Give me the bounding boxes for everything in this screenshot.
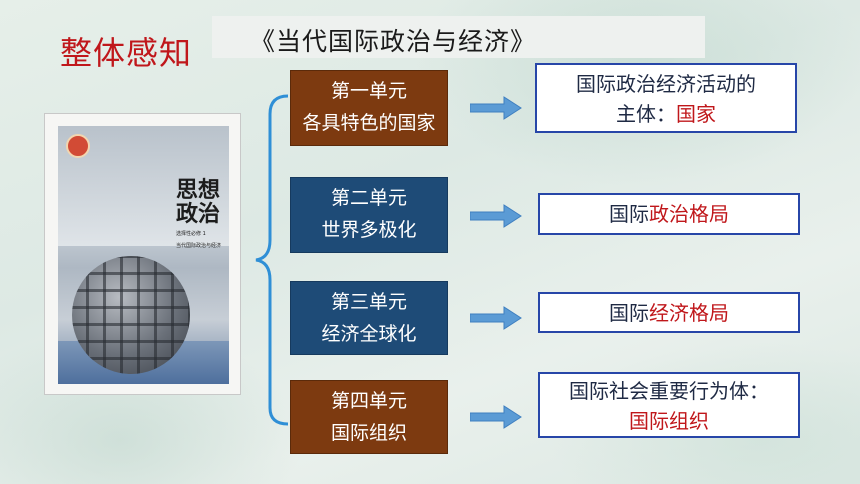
unit-box-3: 第三单元 经济全球化 (290, 281, 448, 355)
result-4-highlight: 国际组织 (629, 409, 709, 433)
title-bar (212, 16, 705, 58)
arrow-right-icon (470, 96, 522, 120)
cover-subtitle: 选择性必修 1 (176, 231, 206, 237)
cover-artwork: 思想政治 选择性必修 1 当代国际政治与经济 (58, 126, 229, 384)
unit-box-4: 第四单元 国际组织 (290, 380, 448, 454)
unit-3-name: 经济全球化 (321, 323, 417, 345)
result-3-text: 国际经济格局 (540, 298, 798, 328)
result-2-text: 国际政治格局 (540, 199, 798, 229)
result-1-line2: 主体：国家 (537, 99, 795, 129)
result-1-prefix: 主体： (616, 102, 676, 126)
unit-3-number: 第三单元 (330, 291, 407, 313)
unit-box-2: 第二单元 世界多极化 (290, 177, 448, 253)
section-label: 整体感知 (60, 34, 193, 72)
unit-4-name: 国际组织 (330, 422, 407, 444)
result-box-1: 国际政治经济活动的 主体：国家 (535, 63, 797, 133)
arrow-right-icon (470, 204, 522, 228)
result-box-4: 国际社会重要行为体： 国际组织 (538, 372, 800, 438)
publisher-logo (66, 134, 90, 158)
result-3-highlight: 经济格局 (649, 301, 729, 325)
result-box-2: 国际政治格局 (538, 193, 800, 235)
arrow-right-icon (470, 405, 522, 429)
globe-grid (72, 256, 190, 374)
unit-1-number: 第一单元 (330, 80, 407, 102)
textbook-cover: 思想政治 选择性必修 1 当代国际政治与经济 (44, 113, 241, 395)
result-4-line1: 国际社会重要行为体： (569, 379, 769, 403)
result-box-3: 国际经济格局 (538, 292, 800, 333)
cover-subtitle-2: 当代国际政治与经济 (176, 243, 222, 249)
result-1-line1: 国际政治经济活动的 (576, 72, 756, 96)
result-3-prefix: 国际 (609, 301, 649, 325)
unit-2-number: 第二单元 (330, 187, 407, 209)
unit-4-number: 第四单元 (330, 390, 407, 412)
result-2-prefix: 国际 (609, 202, 649, 226)
result-1-highlight: 国家 (676, 102, 716, 126)
unit-2-name: 世界多极化 (321, 219, 417, 241)
unit-box-1: 第一单元 各具特色的国家 (290, 70, 448, 146)
page-title: 《当代国际政治与经济》 (250, 27, 537, 56)
arrow-right-icon (470, 306, 522, 330)
unit-1-name: 各具特色的国家 (302, 112, 436, 134)
cover-title: 思想政治 (176, 177, 221, 227)
result-2-highlight: 政治格局 (649, 202, 729, 226)
bracket-connector (255, 94, 289, 426)
